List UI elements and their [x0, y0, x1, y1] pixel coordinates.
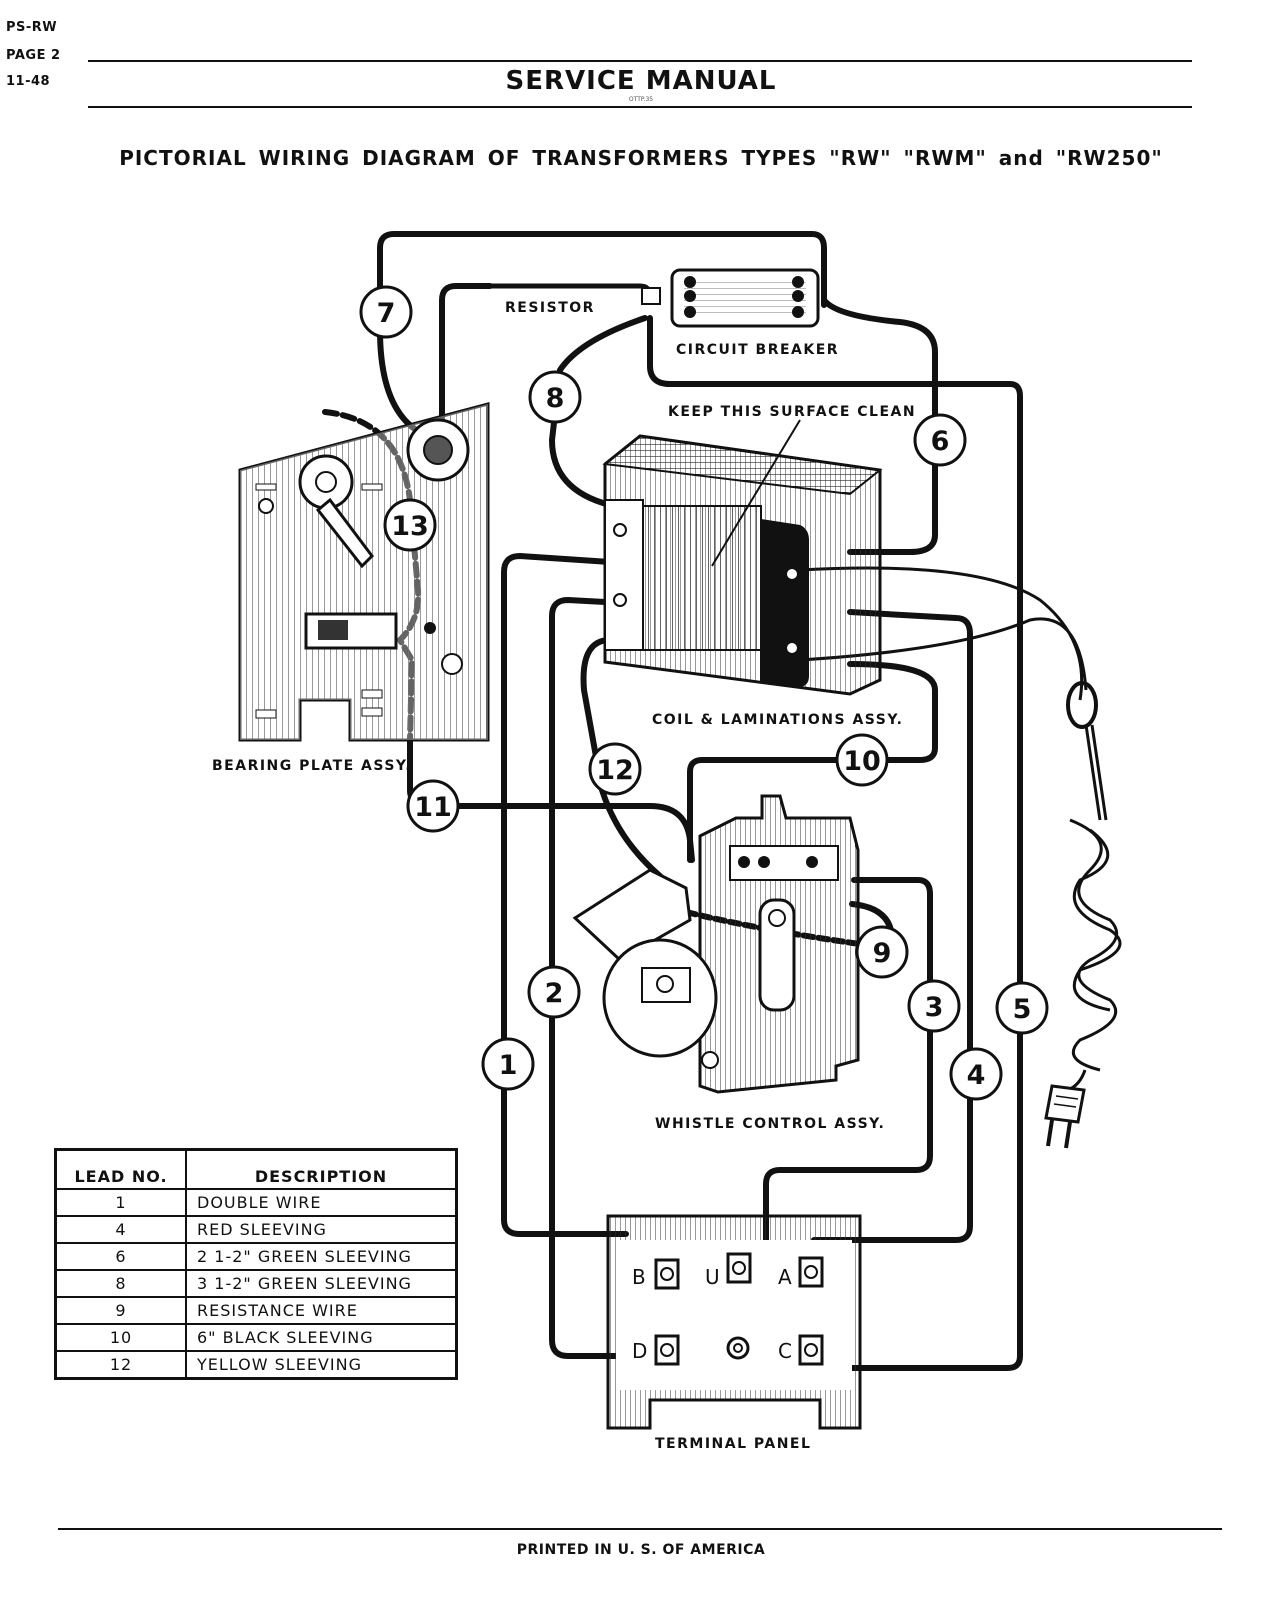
terminal-u-label: U — [705, 1265, 720, 1289]
lead-cell: 1 — [54, 1188, 187, 1217]
terminal-panel — [606, 1214, 862, 1430]
lead-cell: 8 — [54, 1269, 187, 1298]
bearing-plate-assy — [238, 402, 490, 742]
lead-1-number: 1 — [499, 1050, 518, 1081]
lead-9-circle — [855, 925, 909, 979]
lead-cell: 12 — [54, 1350, 187, 1380]
lead-cell: 9 — [54, 1296, 187, 1325]
coil-label: COIL & LAMINATIONS ASSY. — [652, 712, 903, 728]
diagram-subtitle: PICTORIAL WIRING DIAGRAM OF TRANSFORMERS… — [119, 146, 1163, 170]
description-cell: 3 1-2" GREEN SLEEVING — [185, 1269, 458, 1298]
wire-4 — [811, 609, 973, 1243]
lead-3-number: 3 — [925, 992, 944, 1023]
lead-11-circle — [406, 779, 460, 833]
page-title: SERVICE MANUAL — [505, 66, 777, 96]
lead-13-circle — [383, 498, 437, 552]
model-code: PS-RW — [6, 20, 58, 35]
lead-11-number: 11 — [414, 792, 452, 823]
wire-3 — [739, 877, 933, 1253]
lead-13-number: 13 — [391, 511, 429, 542]
description-cell: DOUBLE WIRE — [185, 1188, 458, 1217]
footer-text: PRINTED IN U. S. OF AMERICA — [516, 1542, 766, 1558]
wire-resistor-left — [439, 283, 493, 435]
keep-clean-label: KEEP THIS SURFACE CLEAN — [668, 404, 916, 420]
lead-no-header: LEAD NO. — [54, 1148, 187, 1190]
lead-7-number: 7 — [377, 298, 396, 329]
terminal-a-label: A — [778, 1265, 792, 1289]
footer-rule — [58, 1528, 1222, 1530]
whistle-control-label: WHISTLE CONTROL ASSY. — [655, 1116, 885, 1132]
terminal-panel-label: TERMINAL PANEL — [655, 1436, 811, 1452]
lead-5-circle — [995, 981, 1049, 1035]
lead-2-number: 2 — [545, 978, 564, 1009]
lead-5-number: 5 — [1013, 994, 1032, 1025]
lead-8-circle — [528, 370, 582, 424]
header-rule-top — [88, 60, 1192, 62]
header-rule-bottom — [88, 106, 1192, 108]
lead-6-circle — [913, 413, 967, 467]
page-number: PAGE 2 — [6, 48, 61, 63]
lead-10-circle — [835, 733, 889, 787]
description-cell: YELLOW SLEEVING — [185, 1350, 458, 1380]
lead-6-number: 6 — [931, 426, 950, 457]
circuit-breaker-label: CIRCUIT BREAKER — [676, 342, 839, 358]
coil-laminations-assy — [602, 419, 883, 696]
description-cell: RESISTANCE WIRE — [185, 1296, 458, 1325]
lead-cell: 10 — [54, 1323, 187, 1352]
lead-7-circle — [359, 285, 413, 339]
terminal-c-label: C — [778, 1339, 792, 1363]
wire-1 — [501, 553, 629, 1237]
terminal-d-label: D — [632, 1339, 647, 1363]
description-cell: 6" BLACK SLEEVING — [185, 1323, 458, 1352]
description-cell: 2 1-2" GREEN SLEEVING — [185, 1242, 458, 1271]
wire-10 — [687, 661, 938, 863]
circuit-breaker — [641, 268, 820, 328]
wire-5 — [647, 315, 1023, 1371]
lead-9-number: 9 — [873, 938, 892, 969]
plug-icon — [1044, 1084, 1086, 1149]
form-code: OTTP.35 — [628, 96, 654, 103]
resistor-body — [487, 283, 653, 299]
bearing-plate-label: BEARING PLATE ASSY. — [212, 758, 412, 774]
lead-12-circle — [588, 742, 642, 796]
lead-12-number: 12 — [596, 755, 634, 786]
wire-6 — [821, 297, 938, 555]
wire-7-top — [377, 231, 827, 308]
lead-3-circle — [907, 979, 961, 1033]
lead-4-number: 4 — [967, 1060, 986, 1091]
lead-cell: 4 — [54, 1215, 187, 1244]
description-header: DESCRIPTION — [185, 1148, 458, 1190]
table-header-row: LEAD NO. DESCRIPTION — [54, 1148, 458, 1190]
resistor-label: RESISTOR — [505, 300, 595, 316]
terminal-b-label: B — [632, 1265, 646, 1289]
lead-10-number: 10 — [843, 746, 881, 777]
lead-8-number: 8 — [546, 383, 565, 414]
lead-1-circle — [481, 1037, 535, 1091]
lead-2-circle — [527, 965, 581, 1019]
print-date: 11-48 — [6, 74, 51, 89]
whistle-control-assy — [572, 794, 860, 1094]
lead-cell: 6 — [54, 1242, 187, 1271]
description-cell: RED SLEEVING — [185, 1215, 458, 1244]
lead-4-circle — [949, 1047, 1003, 1101]
